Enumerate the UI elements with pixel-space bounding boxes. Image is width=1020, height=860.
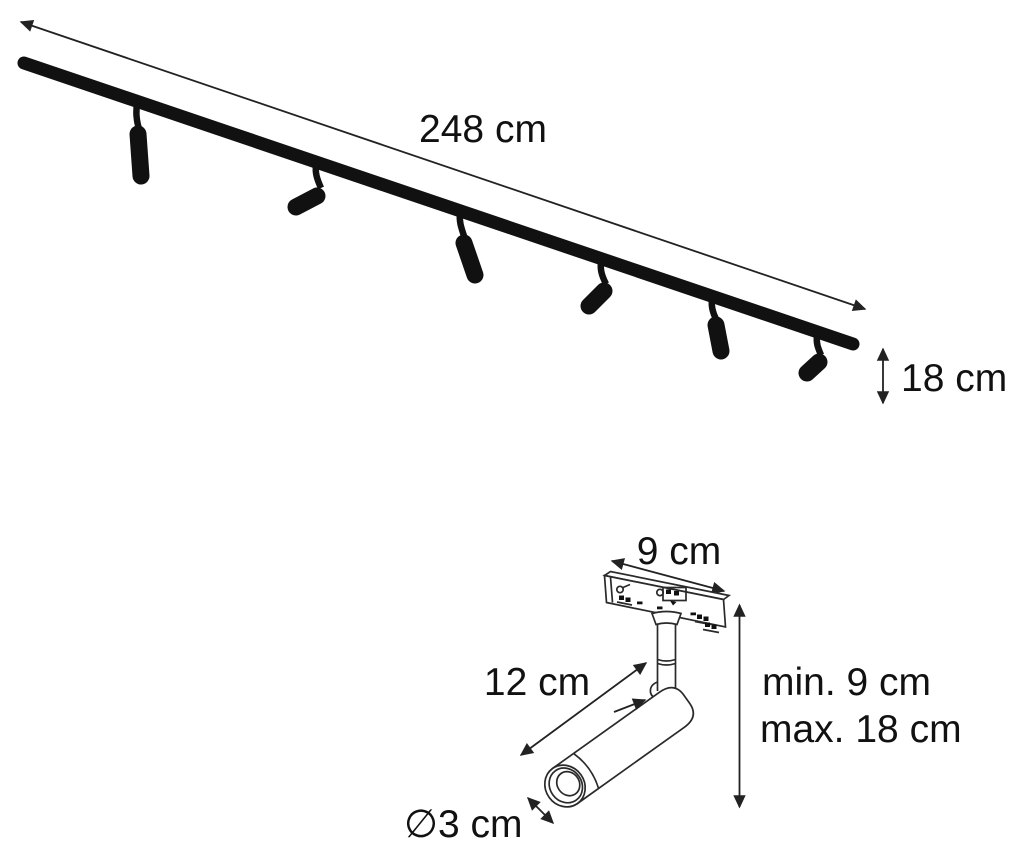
stem-tube: [656, 620, 677, 691]
track-figure: 248 cm 18 cm: [17, 19, 1007, 405]
track-spotlight-2: [287, 164, 326, 216]
spotlight-stem: [133, 102, 143, 130]
spotlight-body: [287, 187, 326, 216]
adapter-width-label: 9 cm: [637, 530, 722, 573]
adapter-left-cap: [609, 576, 614, 603]
drop-height-label: 18 cm: [901, 357, 1007, 400]
spotlight-body: [129, 125, 150, 185]
spot-front-ring-line: [573, 752, 600, 789]
track-spotlight-6: [798, 335, 828, 382]
track-spotlight-1: [129, 102, 150, 185]
adapter-contact: [625, 597, 631, 602]
track-rail: [17, 56, 860, 351]
track-length-dimension-line: [19, 19, 867, 312]
adapter-contact-line: [702, 628, 720, 634]
spotlight-body: [580, 282, 613, 315]
adapter-contact: [697, 614, 702, 619]
spot-length-dimension-arrow: [519, 662, 648, 756]
spotlight-stem: [312, 164, 324, 190]
spot-length-label: 12 cm: [484, 661, 590, 704]
adapter-contact: [711, 624, 717, 629]
adapter-screw: [615, 585, 625, 594]
stem-tube-fill: [657, 619, 676, 691]
adapter-contact: [666, 589, 671, 594]
adapter-contact: [705, 622, 710, 627]
adapter-screw-slash: [622, 583, 631, 589]
track-spotlight-5: [707, 299, 730, 360]
adapter-tick: [637, 601, 643, 605]
spotlight-body: [798, 353, 828, 382]
adapter-notch: [670, 600, 677, 606]
adapter-connector-block: [662, 586, 687, 602]
adapter-contact: [619, 595, 624, 600]
adapter-tick: [657, 606, 663, 610]
track-spotlight-4: [580, 261, 613, 315]
height-max-label: max. 18 cm: [760, 708, 962, 751]
stem-adjust-ring: [657, 658, 676, 666]
adapter-contact: [703, 616, 709, 621]
spotlight-body: [707, 316, 730, 360]
lens-aperture: [555, 770, 581, 797]
spot-detail-figure: 9 cm 12 cm min. 9 cm max. 18 cm ∅3 cm: [404, 530, 962, 846]
height-min-label: min. 9 cm: [762, 661, 931, 704]
stem-collar: [650, 610, 683, 626]
lens-middle-ring: [548, 767, 584, 804]
adapter-width-dimension-arrow: [610, 558, 726, 594]
spotlight-stem: [813, 335, 824, 357]
diameter-label: ∅3 cm: [404, 803, 523, 846]
adapter-tick: [690, 612, 696, 616]
track-spotlight-3: [455, 212, 484, 284]
track-length-label: 248 cm: [419, 108, 547, 151]
pivot-joint-pointer-arrow: [613, 698, 647, 713]
adapter-contact: [674, 591, 679, 596]
spotlight-body: [455, 234, 484, 284]
adapter-stem: [649, 610, 683, 699]
diameter-dimension-arrow: [526, 796, 555, 825]
spotlight-stem: [597, 261, 609, 286]
adapter-contact-line: [616, 601, 633, 606]
track-adapter: [602, 570, 732, 634]
spotlight-stem: [456, 212, 468, 238]
